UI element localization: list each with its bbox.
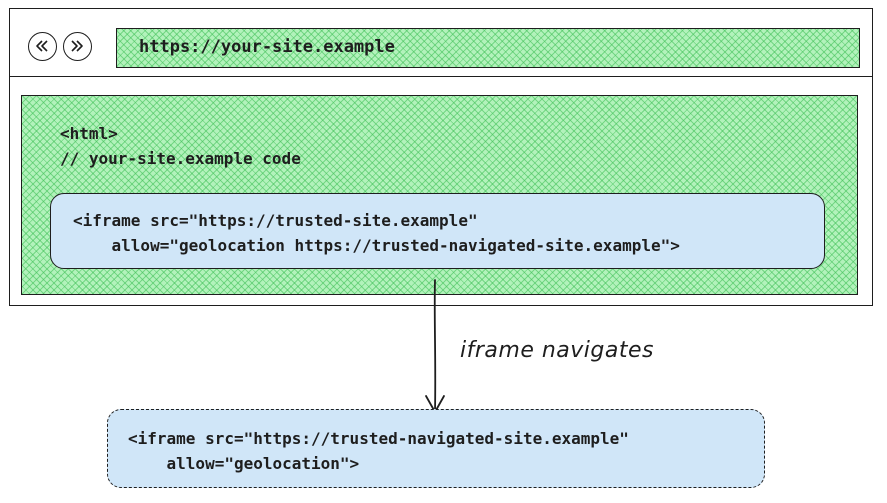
address-url: https://your-site.example	[139, 37, 395, 57]
iframe-navigated-box: <iframe src="https://trusted-navigated-s…	[107, 409, 765, 488]
iframe-original-box: <iframe src="https://trusted-site.exampl…	[50, 193, 825, 269]
arrow-label: iframe navigates	[460, 338, 654, 363]
browser-window	[9, 8, 873, 306]
address-bar[interactable]: https://your-site.example	[116, 28, 860, 68]
iframe-original-allow: allow="geolocation https://trusted-navig…	[73, 236, 680, 255]
iframe-original-src: <iframe src="https://trusted-site.exampl…	[73, 211, 478, 230]
toolbar-divider	[9, 76, 873, 77]
page-code-comment: // your-site.example code	[60, 149, 301, 168]
iframe-navigated-src: <iframe src="https://trusted-navigated-s…	[128, 429, 629, 448]
page-code-html-tag: <html>	[60, 124, 118, 143]
forward-button[interactable]	[63, 32, 92, 61]
navigation-arrow	[425, 279, 445, 413]
iframe-navigated-allow: allow="geolocation">	[128, 454, 360, 473]
double-chevron-right-icon	[71, 40, 83, 52]
double-chevron-left-icon	[36, 40, 48, 52]
back-button[interactable]	[28, 32, 57, 61]
